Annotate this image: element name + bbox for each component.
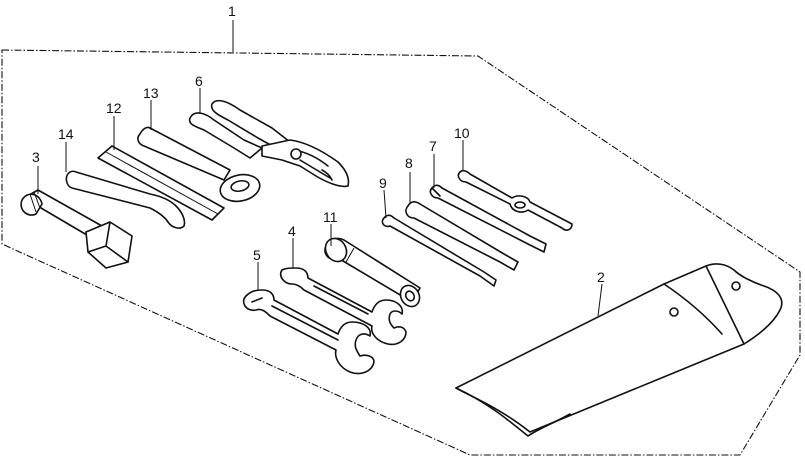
wrench-large: [242, 289, 375, 375]
leader-9: [383, 189, 387, 219]
spark-plug-wrench: [20, 189, 133, 269]
leader-lines: [37, 20, 603, 317]
callout-3: 3: [32, 149, 40, 165]
callout-9: 9: [379, 175, 387, 191]
screwdriver-phillips: [381, 214, 497, 287]
callout-5: 5: [253, 247, 261, 263]
screwdriver-flat: [405, 201, 519, 271]
callout-4: 4: [288, 223, 296, 239]
kit-boundary: [1, 49, 801, 456]
flat-bar: [97, 145, 225, 221]
callout-11: 11: [323, 209, 338, 225]
callout-13: 13: [143, 85, 159, 101]
callout-2: 2: [597, 269, 605, 285]
pliers: [188, 99, 350, 188]
callout-8: 8: [405, 155, 413, 171]
handle: [324, 237, 421, 308]
callout-12: 12: [106, 100, 122, 116]
callout-6: 6: [195, 73, 203, 89]
wrench-small: [279, 267, 407, 346]
hook-spanner: [65, 170, 186, 229]
callout-14: 14: [58, 126, 74, 142]
screwdriver-double: [457, 169, 573, 231]
tool-bag: [455, 263, 783, 437]
callout-10: 10: [454, 125, 470, 141]
leader-2: [597, 283, 603, 317]
ring-spanner: [137, 126, 261, 203]
screwdriver-grip: [429, 184, 547, 253]
callout-7: 7: [429, 138, 437, 154]
callout-1: 1: [228, 3, 236, 19]
